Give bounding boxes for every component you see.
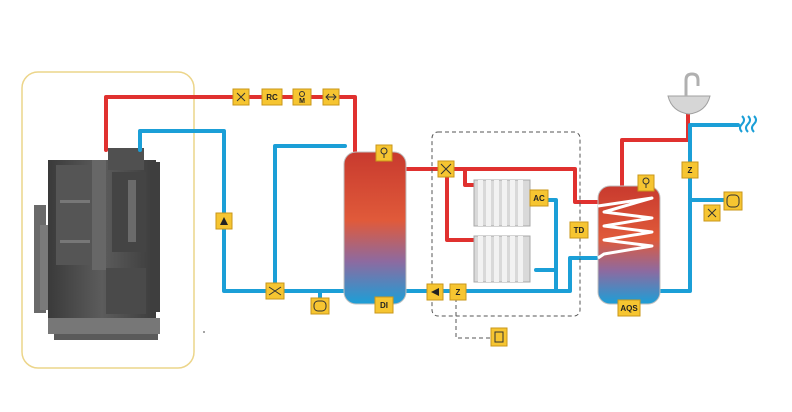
pump-icon bbox=[215, 212, 233, 230]
thermometer-icon bbox=[299, 91, 305, 97]
aqs-tag: AQS bbox=[617, 299, 641, 317]
expansion-vessel-icon bbox=[723, 191, 743, 211]
z-label: Z bbox=[688, 166, 693, 175]
rc-label: RC bbox=[266, 93, 278, 102]
ac-tag: AC bbox=[529, 189, 549, 207]
di-tag: DI bbox=[374, 296, 394, 314]
cold-pipe-distribution bbox=[403, 256, 600, 293]
coil-icon bbox=[597, 196, 654, 260]
pump-icon bbox=[426, 283, 444, 301]
cold-pipe-branch bbox=[273, 144, 347, 293]
td-tag: TD bbox=[569, 221, 589, 239]
valve-icon bbox=[703, 204, 721, 222]
td-label: TD bbox=[574, 226, 585, 235]
cold-pipe-return bbox=[138, 129, 346, 293]
z-label: Z bbox=[456, 288, 461, 297]
hot-pipe-sanitary bbox=[620, 110, 690, 188]
mixing-valve-icon bbox=[322, 88, 340, 106]
mixing-valve-icon bbox=[265, 282, 285, 300]
rc-tag: RC bbox=[261, 88, 283, 106]
m-label: M bbox=[299, 98, 305, 105]
buffer-tank bbox=[343, 151, 407, 305]
steam-icon bbox=[739, 115, 757, 133]
boiler-frame bbox=[21, 71, 195, 369]
hot-pipe-distribution bbox=[403, 167, 600, 204]
controller-icon bbox=[490, 327, 508, 347]
controller-wire bbox=[455, 298, 492, 339]
pipes bbox=[104, 95, 740, 302]
thermometer-icon bbox=[637, 174, 655, 192]
m-tag: M bbox=[292, 88, 312, 106]
hot-pipe-supply bbox=[104, 95, 357, 160]
mixing-valve-icon bbox=[437, 160, 455, 178]
radiator-icon bbox=[473, 179, 531, 227]
di-label: DI bbox=[380, 301, 388, 310]
z-tag: Z bbox=[681, 161, 699, 179]
cold-pipe-sanitary bbox=[658, 123, 740, 293]
boiler-icon bbox=[34, 148, 160, 340]
expansion-vessel-icon bbox=[310, 297, 330, 315]
marker-dot bbox=[203, 331, 205, 333]
sink-icon bbox=[667, 72, 711, 115]
aqs-label: AQS bbox=[620, 304, 638, 313]
valve-icon bbox=[232, 88, 250, 106]
z-tag: Z bbox=[449, 283, 467, 301]
thermometer-icon bbox=[375, 144, 393, 162]
radiator-icon bbox=[473, 235, 531, 283]
ac-label: AC bbox=[533, 194, 545, 203]
